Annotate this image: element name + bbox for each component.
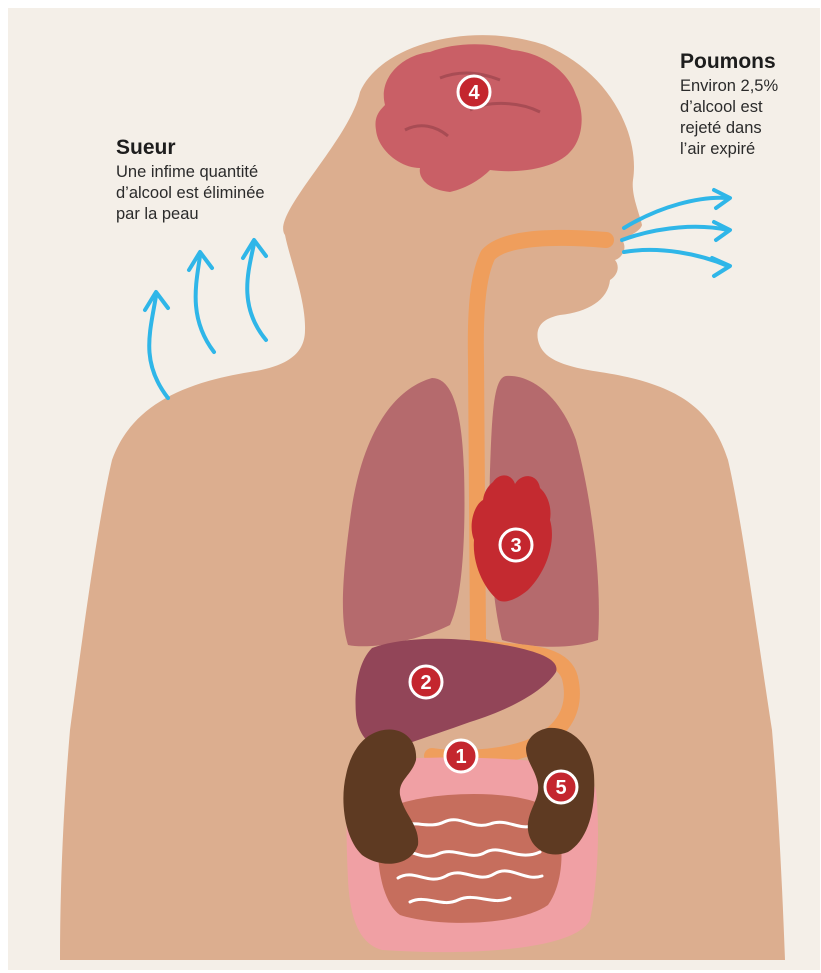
sweat-callout: Sueur Une infime quantité d’alcool est é…: [116, 136, 265, 225]
badge-reins-number: 5: [555, 777, 566, 799]
lungs-description: Environ 2,5% d’alcool est rejeté dans l’…: [680, 76, 778, 160]
badge-estomac-number: 1: [455, 746, 466, 768]
badge-cerveau: 4: [458, 76, 490, 108]
badge-coeur: 3: [500, 529, 532, 561]
badge-estomac: 1: [445, 740, 477, 772]
badge-coeur-number: 3: [510, 535, 521, 557]
badge-cerveau-number: 4: [468, 82, 480, 104]
sweat-line-1: Une infime quantité: [116, 162, 265, 183]
badge-foie: 2: [410, 666, 442, 698]
lungs-callout: Poumons Environ 2,5% d’alcool est rejeté…: [680, 50, 778, 160]
lungs-line-1: Environ 2,5%: [680, 76, 778, 97]
lungs-line-2: d’alcool est: [680, 97, 778, 118]
lungs-title: Poumons: [680, 50, 778, 74]
badge-foie-number: 2: [420, 672, 431, 694]
sweat-line-2: d’alcool est éliminée: [116, 183, 265, 204]
sweat-title: Sueur: [116, 136, 265, 160]
sweat-description: Une infime quantité d’alcool est éliminé…: [116, 162, 265, 225]
lungs-line-4: l’air expiré: [680, 139, 778, 160]
sweat-line-3: par la peau: [116, 204, 265, 225]
badge-reins: 5: [545, 771, 577, 803]
lungs-line-3: rejeté dans: [680, 118, 778, 139]
